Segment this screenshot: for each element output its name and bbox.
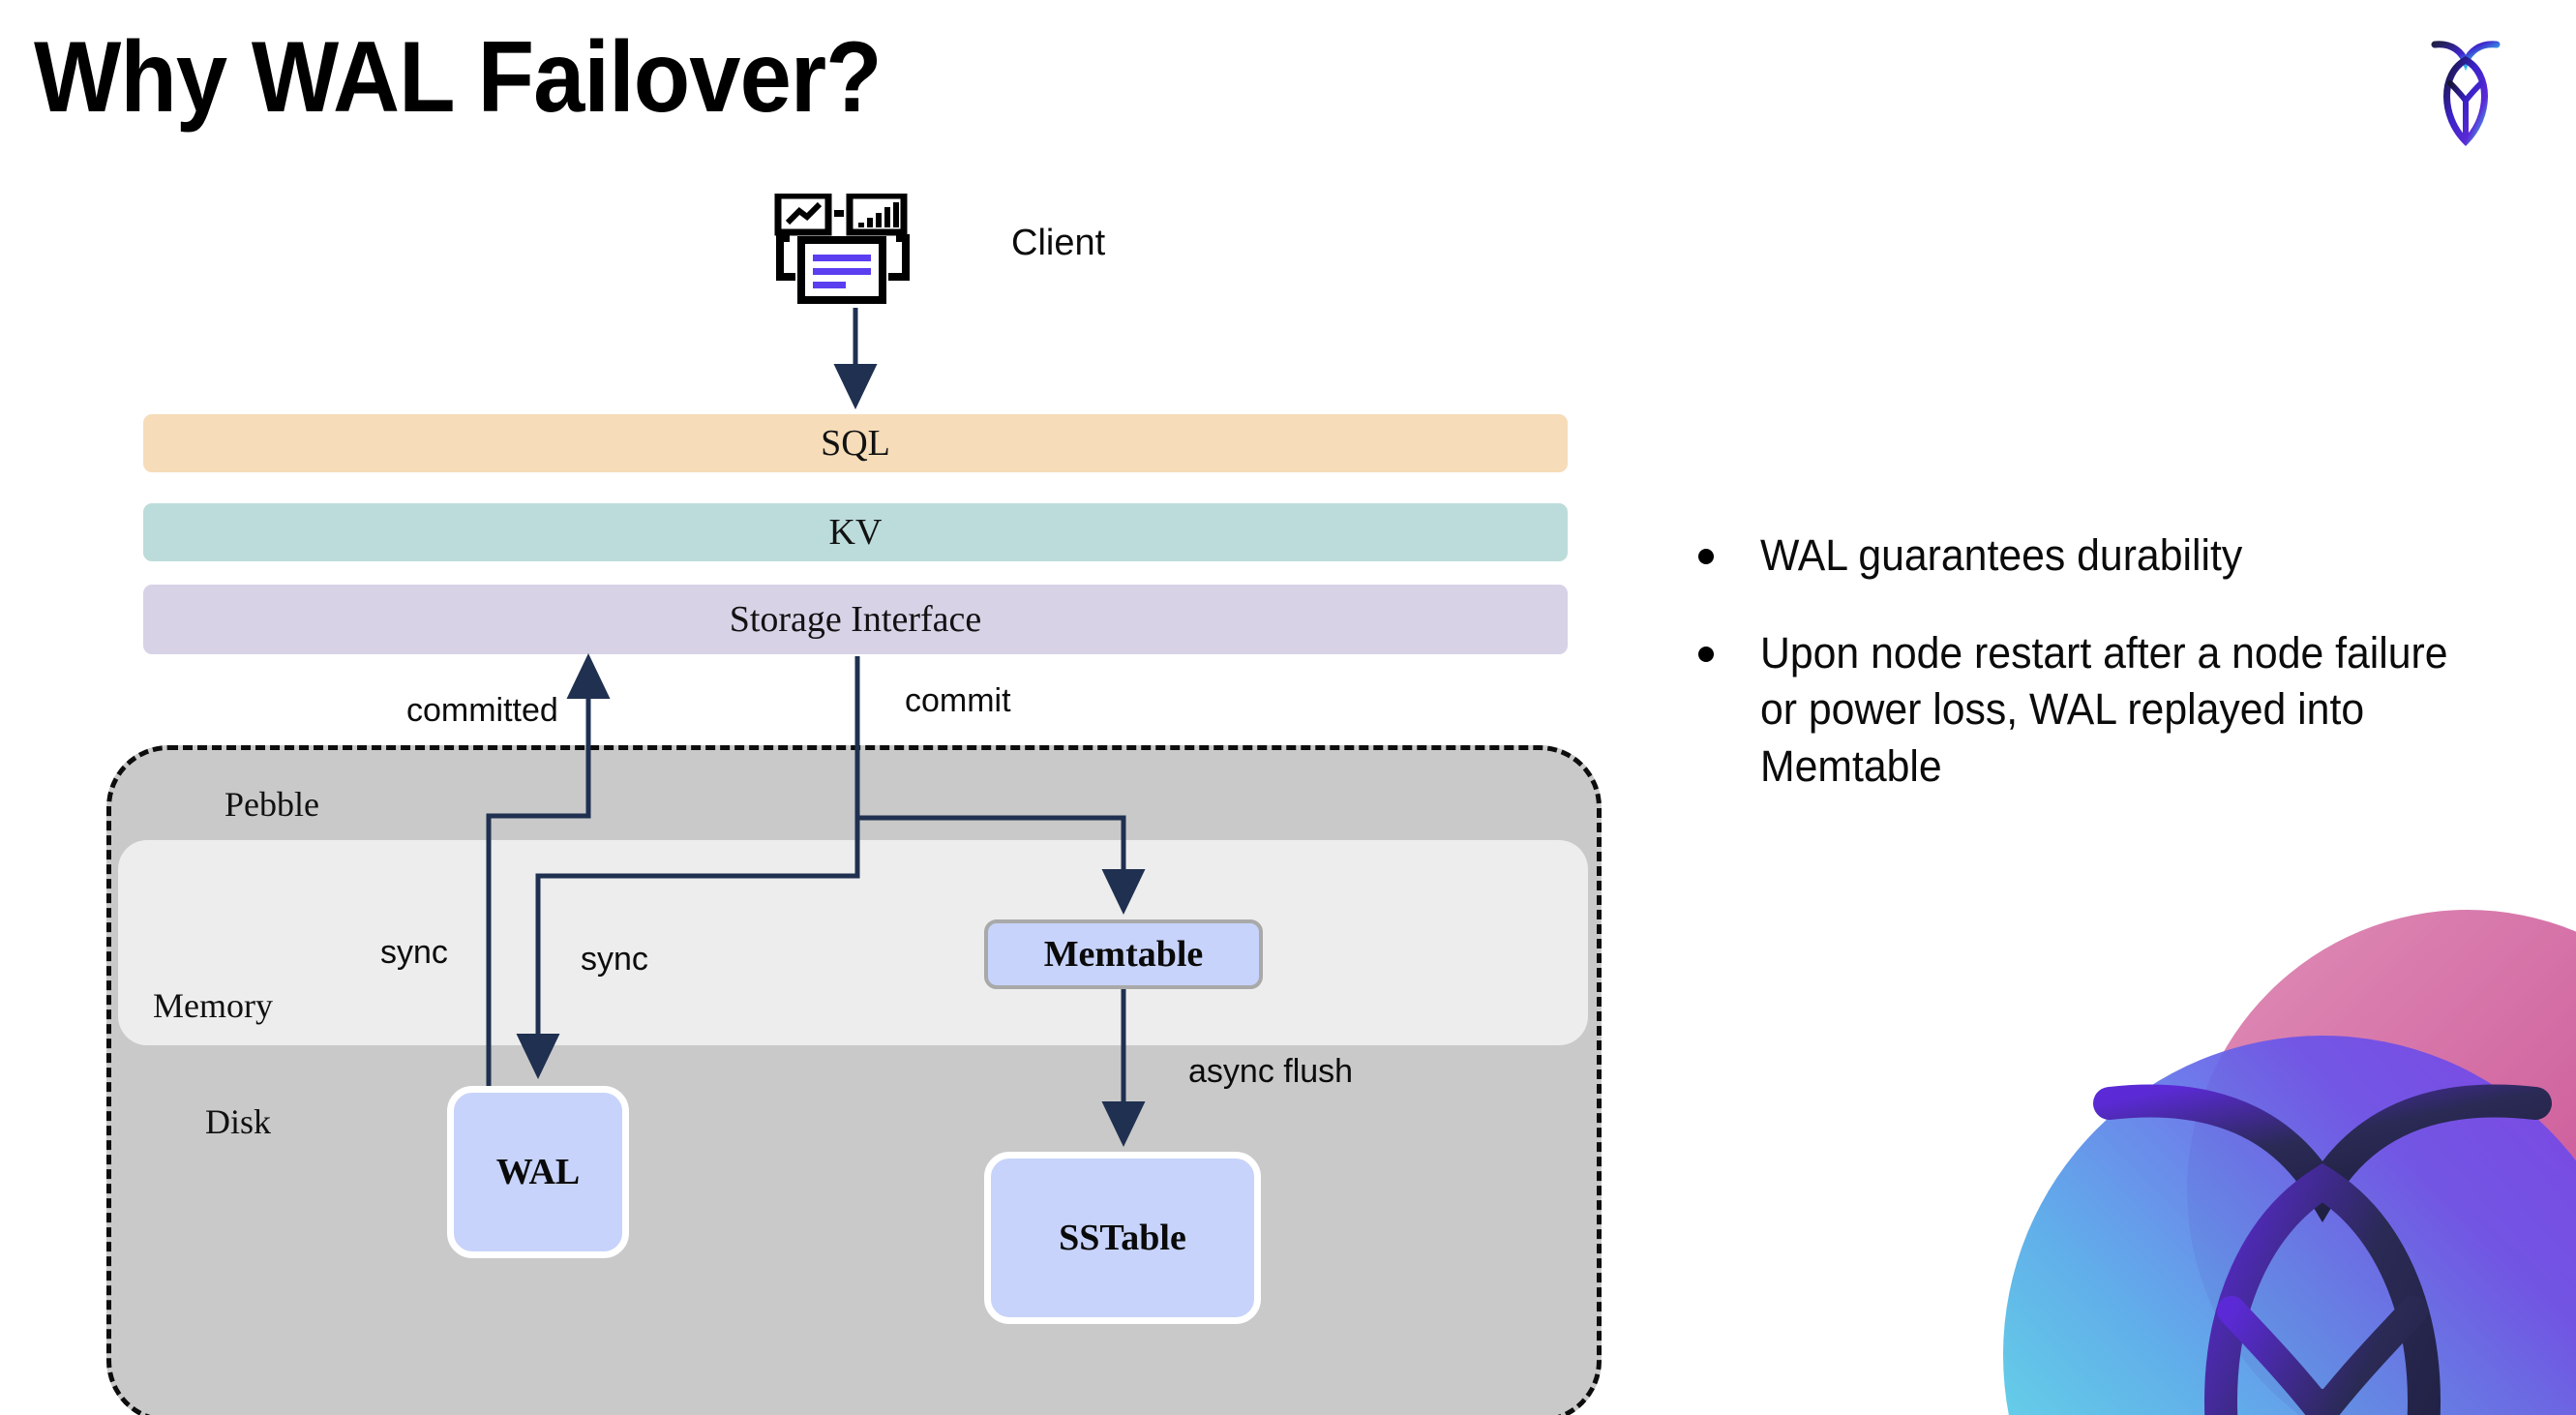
memory-zone: [118, 840, 1588, 1045]
bullet-dot-icon: [1698, 549, 1714, 564]
bullet-list: WAL guarantees durability Upon node rest…: [1698, 527, 2511, 835]
edge-label-committed: committed: [406, 692, 558, 729]
layer-kv[interactable]: KV: [143, 503, 1568, 561]
edge-label-async-flush: async flush: [1188, 1053, 1354, 1090]
node-wal[interactable]: WAL: [447, 1086, 629, 1258]
decorative-circles: [2003, 910, 2576, 1415]
bullet-dot-icon: [1698, 646, 1714, 662]
list-item: WAL guarantees durability: [1698, 527, 2511, 585]
list-item: Upon node restart after a node failure o…: [1698, 625, 2511, 796]
layer-sql[interactable]: SQL: [143, 414, 1568, 472]
memory-label: Memory: [153, 986, 273, 1025]
bullet-text: Upon node restart after a node failure o…: [1760, 627, 2448, 791]
client-terminal-icon: [774, 194, 910, 304]
bullet-text: WAL guarantees durability: [1760, 530, 2243, 580]
node-sstable[interactable]: SSTable: [984, 1152, 1261, 1324]
edge-label-commit: commit: [905, 682, 1011, 719]
pebble-label: Pebble: [225, 785, 319, 824]
node-memtable[interactable]: Memtable: [984, 919, 1263, 989]
layer-storage-interface[interactable]: Storage Interface: [143, 585, 1568, 654]
page-title: Why WAL Failover?: [34, 21, 883, 134]
edge-label-sync-left: sync: [380, 934, 448, 971]
cockroachdb-logo-icon: [2431, 41, 2501, 146]
disk-label: Disk: [205, 1102, 272, 1141]
client-label: Client: [1011, 223, 1106, 263]
edge-label-sync-right: sync: [581, 941, 648, 978]
